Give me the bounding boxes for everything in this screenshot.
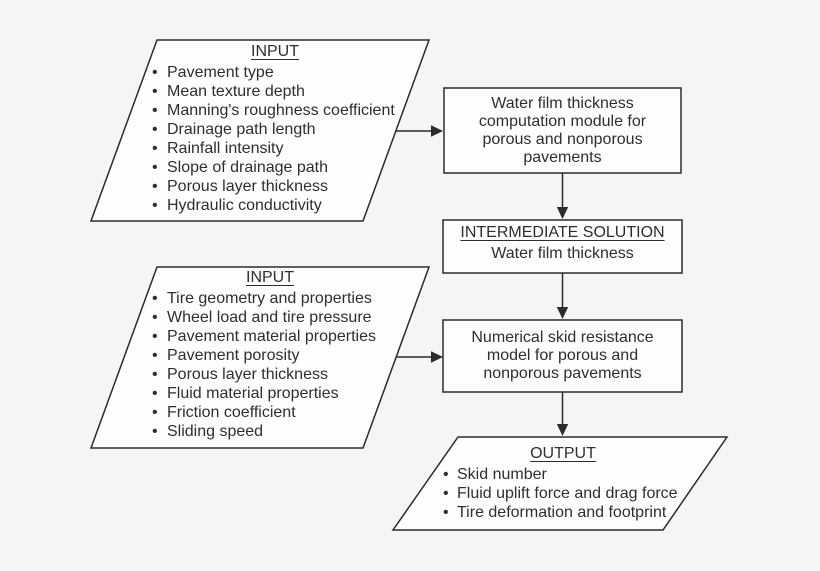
output-title: OUTPUT	[443, 444, 683, 463]
list-item-text: Friction coefficient	[167, 404, 296, 421]
list-item-text: Tire deformation and footprint	[457, 504, 667, 521]
input2-parallelogram	[89, 266, 431, 449]
arrowhead-icon	[431, 351, 443, 363]
module2-line: Numerical skid resistance	[471, 329, 654, 346]
list-item-text: Rainfall intensity	[167, 140, 284, 157]
arrowhead-icon	[431, 125, 443, 137]
input2-list: • Tire geometry and properties • Wheel loa…	[152, 289, 376, 441]
input1-title-text: INPUT	[251, 43, 299, 60]
bullet-icon: •	[152, 328, 158, 345]
module2-line: model for porous and	[486, 347, 639, 364]
list-item: • Hydraulic conductivity	[152, 196, 395, 215]
module2-box	[442, 319, 683, 393]
arrow-module2-to-output	[556, 392, 569, 436]
output-parallelogram	[391, 436, 729, 531]
arrowhead-icon	[556, 307, 569, 319]
module1-line: Water film thickness	[491, 94, 634, 112]
list-item-text: Mean texture depth	[167, 83, 305, 100]
list-item-text: Slope of drainage path	[167, 159, 329, 176]
list-item-text: Tire geometry and properties	[167, 290, 372, 307]
list-item: • Manning's roughness coefficient	[152, 101, 395, 120]
bullet-icon: •	[152, 290, 158, 307]
list-item: • Sliding speed	[152, 422, 376, 441]
list-item: • Fluid uplift force and drag force	[443, 484, 678, 503]
list-item: • Mean texture depth	[152, 82, 395, 101]
list-item-text: Pavement material properties	[167, 328, 376, 345]
list-item-text: Skid number	[457, 466, 547, 483]
module1-text: Water film thickness computation module …	[444, 88, 681, 173]
intermediate-title: INTERMEDIATE SOLUTION	[460, 223, 664, 242]
arrowhead-icon	[556, 424, 569, 436]
intermediate-title-text: INTERMEDIATE SOLUTION	[460, 224, 665, 241]
bullet-icon: •	[152, 404, 158, 421]
list-item: • Slope of drainage path	[152, 158, 395, 177]
bullet-icon: •	[152, 159, 158, 176]
list-item: • Wheel load and tire pressure	[152, 308, 376, 327]
list-item: • Skid number	[443, 465, 678, 484]
list-item: • Pavement material properties	[152, 327, 376, 346]
list-item-text: Fluid material properties	[167, 385, 339, 402]
list-item: • Porous layer thickness	[152, 365, 376, 384]
module2-text: Numerical skid resistance model for poro…	[443, 320, 682, 392]
bullet-icon: •	[152, 102, 158, 119]
input1-list: • Pavement type • Mean texture depth • Mann…	[152, 63, 395, 215]
module1-line: computation module for	[478, 112, 647, 130]
bullet-icon: •	[152, 64, 158, 81]
module2-line: nonporous pavements	[483, 365, 642, 382]
bullet-icon: •	[152, 309, 158, 326]
bullet-icon: •	[152, 423, 158, 440]
list-item-text: Porous layer thickness	[167, 178, 328, 195]
list-item: • Rainfall intensity	[152, 139, 395, 158]
module1-box	[443, 87, 682, 174]
input2-title: INPUT	[125, 268, 415, 287]
list-item: • Friction coefficient	[152, 403, 376, 422]
bullet-icon: •	[152, 83, 158, 100]
list-item: • Porous layer thickness	[152, 177, 395, 196]
list-item-text: Fluid uplift force and drag force	[457, 485, 678, 502]
list-item: • Tire geometry and properties	[152, 289, 376, 308]
intermediate-value: Water film thickness	[491, 245, 634, 262]
list-item-text: Pavement type	[167, 64, 274, 81]
list-item-text: Wheel load and tire pressure	[167, 309, 372, 326]
arrowhead-icon	[556, 207, 569, 219]
bullet-icon: •	[152, 366, 158, 383]
arrow-intermediate-to-module2	[556, 273, 569, 319]
list-item: • Tire deformation and footprint	[443, 503, 678, 522]
bullet-icon: •	[443, 466, 449, 483]
list-item: • Pavement porosity	[152, 346, 376, 365]
module1-line: pavements	[523, 148, 602, 166]
module1-line: porous and nonporous	[482, 130, 643, 148]
list-item-text: Sliding speed	[167, 423, 264, 440]
list-item: • Drainage path length	[152, 120, 395, 139]
list-item-text: Porous layer thickness	[167, 366, 328, 383]
bullet-icon: •	[152, 385, 158, 402]
intermediate-text: INTERMEDIATE SOLUTION Water film thickne…	[443, 220, 682, 273]
input2-title-text: INPUT	[246, 269, 294, 286]
bullet-icon: •	[152, 347, 158, 364]
bullet-icon: •	[443, 504, 449, 521]
bullet-icon: •	[152, 121, 158, 138]
list-item: • Pavement type	[152, 63, 395, 82]
bullet-icon: •	[152, 140, 158, 157]
arrow-input1-to-module1	[396, 125, 443, 137]
input1-title: INPUT	[130, 42, 420, 61]
list-item-text: Pavement porosity	[167, 347, 300, 364]
bullet-icon: •	[443, 485, 449, 502]
list-item: • Fluid material properties	[152, 384, 376, 403]
arrow-input2-to-module2	[396, 351, 443, 363]
arrow-module1-to-intermediate	[556, 173, 569, 219]
bullet-icon: •	[152, 197, 158, 214]
list-item-text: Hydraulic conductivity	[167, 197, 322, 214]
output-list: • Skid number • Fluid uplift force and dra…	[443, 465, 678, 522]
input1-parallelogram	[89, 39, 431, 222]
output-title-text: OUTPUT	[530, 445, 596, 462]
bullet-icon: •	[152, 178, 158, 195]
list-item-text: Drainage path length	[167, 121, 316, 138]
list-item-text: Manning's roughness coefficient	[167, 102, 395, 119]
